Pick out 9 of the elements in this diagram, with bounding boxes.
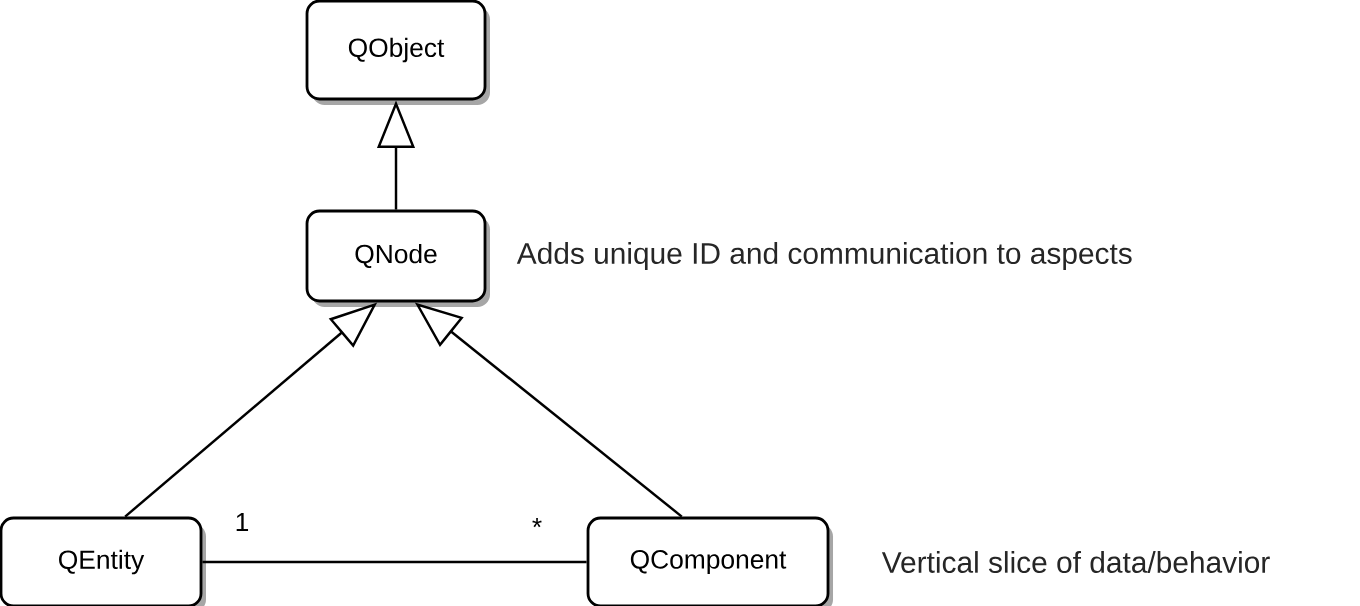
note-text: Adds unique ID and communication to aspects xyxy=(516,242,1132,270)
class-box: QObject xyxy=(305,0,487,101)
multiplicity-label: 1 xyxy=(236,512,249,532)
class-box: QEntity xyxy=(0,516,203,606)
note-text: Vertical slice of data/behavior xyxy=(881,551,1270,573)
multiplicity-label: * xyxy=(532,517,542,528)
class-box: QComponent xyxy=(586,516,830,606)
class-box: QNode xyxy=(305,209,487,303)
association-line xyxy=(202,560,587,564)
